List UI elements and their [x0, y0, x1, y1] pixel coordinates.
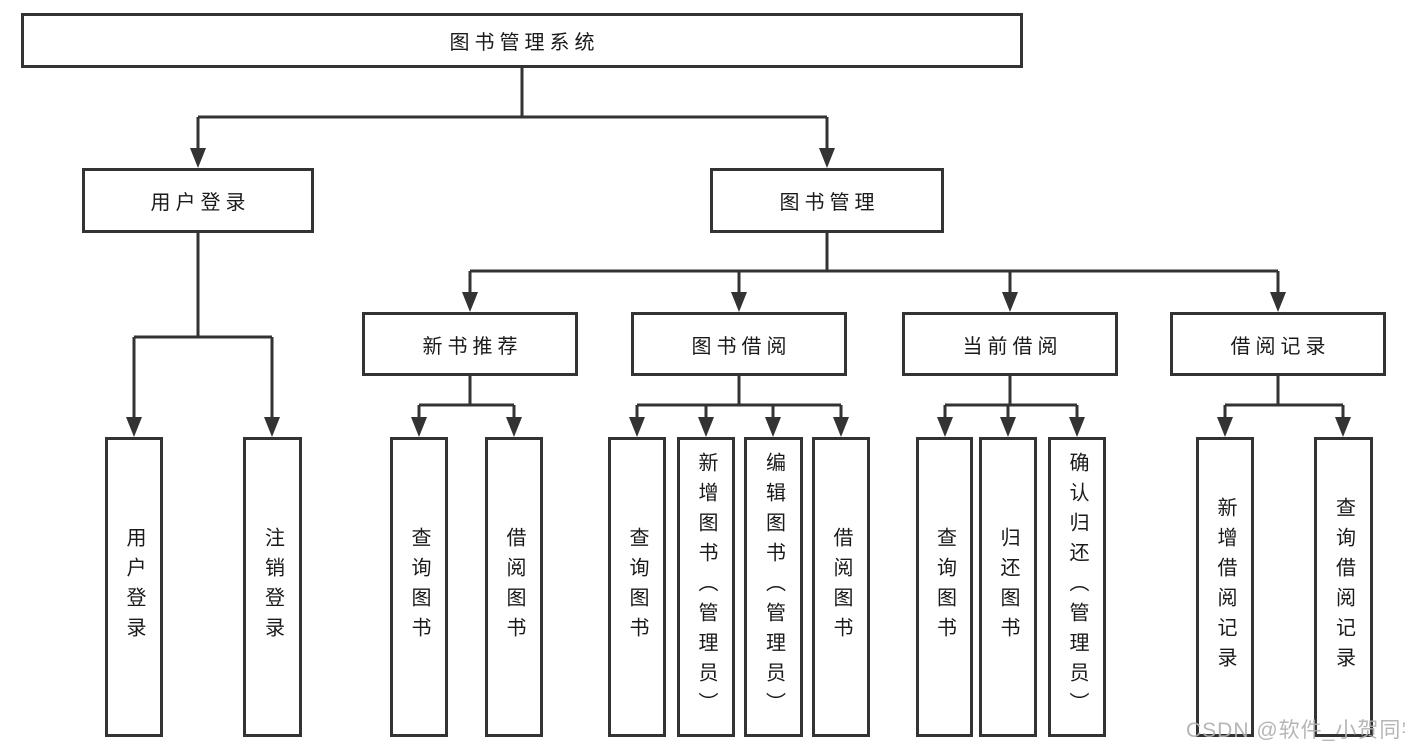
- leaf-add-books-admin-label: 新增图书（管理员）: [695, 452, 717, 722]
- leaf-current-query-books: 查询图书: [916, 437, 973, 737]
- node-root-label: 图书管理系统: [449, 32, 600, 54]
- leaf-recommend-query-books: 查询图书: [390, 437, 448, 737]
- leaf-recommend-borrow-books-label: 借阅图书: [503, 527, 525, 647]
- node-book-management: 图书管理: [710, 168, 944, 233]
- leaf-edit-books-admin: 编辑图书（管理员）: [744, 437, 803, 737]
- node-book-borrowing-label: 图书借阅: [691, 335, 792, 358]
- leaf-confirm-return-admin: 确认归还（管理员）: [1048, 437, 1106, 737]
- node-borrowing-records-label: 借阅记录: [1230, 335, 1331, 358]
- leaf-query-borrow-record: 查询借阅记录: [1314, 437, 1373, 737]
- connector-lines: [132, 68, 1345, 421]
- node-root: 图书管理系统: [21, 13, 1023, 68]
- node-book-management-label: 图书管理: [779, 192, 880, 214]
- leaf-edit-books-admin-label: 编辑图书（管理员）: [762, 452, 785, 722]
- leaf-borrowing-query-books: 查询图书: [608, 437, 666, 737]
- leaf-confirm-return-admin-label: 确认归还（管理员）: [1066, 452, 1088, 722]
- leaf-borrowing-borrow-books: 借阅图书: [812, 437, 870, 737]
- leaf-add-borrow-record: 新增借阅记录: [1196, 437, 1254, 737]
- arrowheads: [126, 148, 1351, 437]
- leaf-borrowing-borrow-books-label: 借阅图书: [830, 527, 852, 647]
- leaf-return-books-label: 归还图书: [997, 527, 1019, 647]
- leaf-add-borrow-record-label: 新增借阅记录: [1214, 497, 1236, 677]
- node-current-borrowing-label: 当前借阅: [962, 335, 1063, 358]
- leaf-return-books: 归还图书: [979, 437, 1037, 737]
- leaf-logout: 注销登录: [243, 437, 302, 737]
- leaf-add-books-admin: 新增图书（管理员）: [677, 437, 735, 737]
- leaf-user-login: 用户登录: [105, 437, 163, 737]
- csdn-watermark: CSDN @软件_小贺同学: [1186, 719, 1405, 742]
- node-user-login-group-label: 用户登录: [150, 192, 251, 214]
- leaf-query-borrow-record-label: 查询借阅记录: [1332, 497, 1355, 677]
- node-current-borrowing: 当前借阅: [902, 312, 1118, 376]
- leaf-borrowing-query-books-label: 查询图书: [626, 527, 648, 647]
- leaf-user-login-label: 用户登录: [123, 527, 145, 647]
- node-borrowing-records: 借阅记录: [1170, 312, 1386, 376]
- leaf-logout-label: 注销登录: [261, 527, 284, 647]
- node-book-borrowing: 图书借阅: [631, 312, 847, 376]
- node-new-book-recommend-label: 新书推荐: [422, 335, 523, 358]
- node-user-login-group: 用户登录: [82, 168, 314, 233]
- leaf-recommend-borrow-books: 借阅图书: [485, 437, 543, 737]
- node-new-book-recommend: 新书推荐: [362, 312, 578, 376]
- leaf-current-query-books-label: 查询图书: [933, 527, 956, 647]
- leaf-recommend-query-books-label: 查询图书: [408, 527, 430, 647]
